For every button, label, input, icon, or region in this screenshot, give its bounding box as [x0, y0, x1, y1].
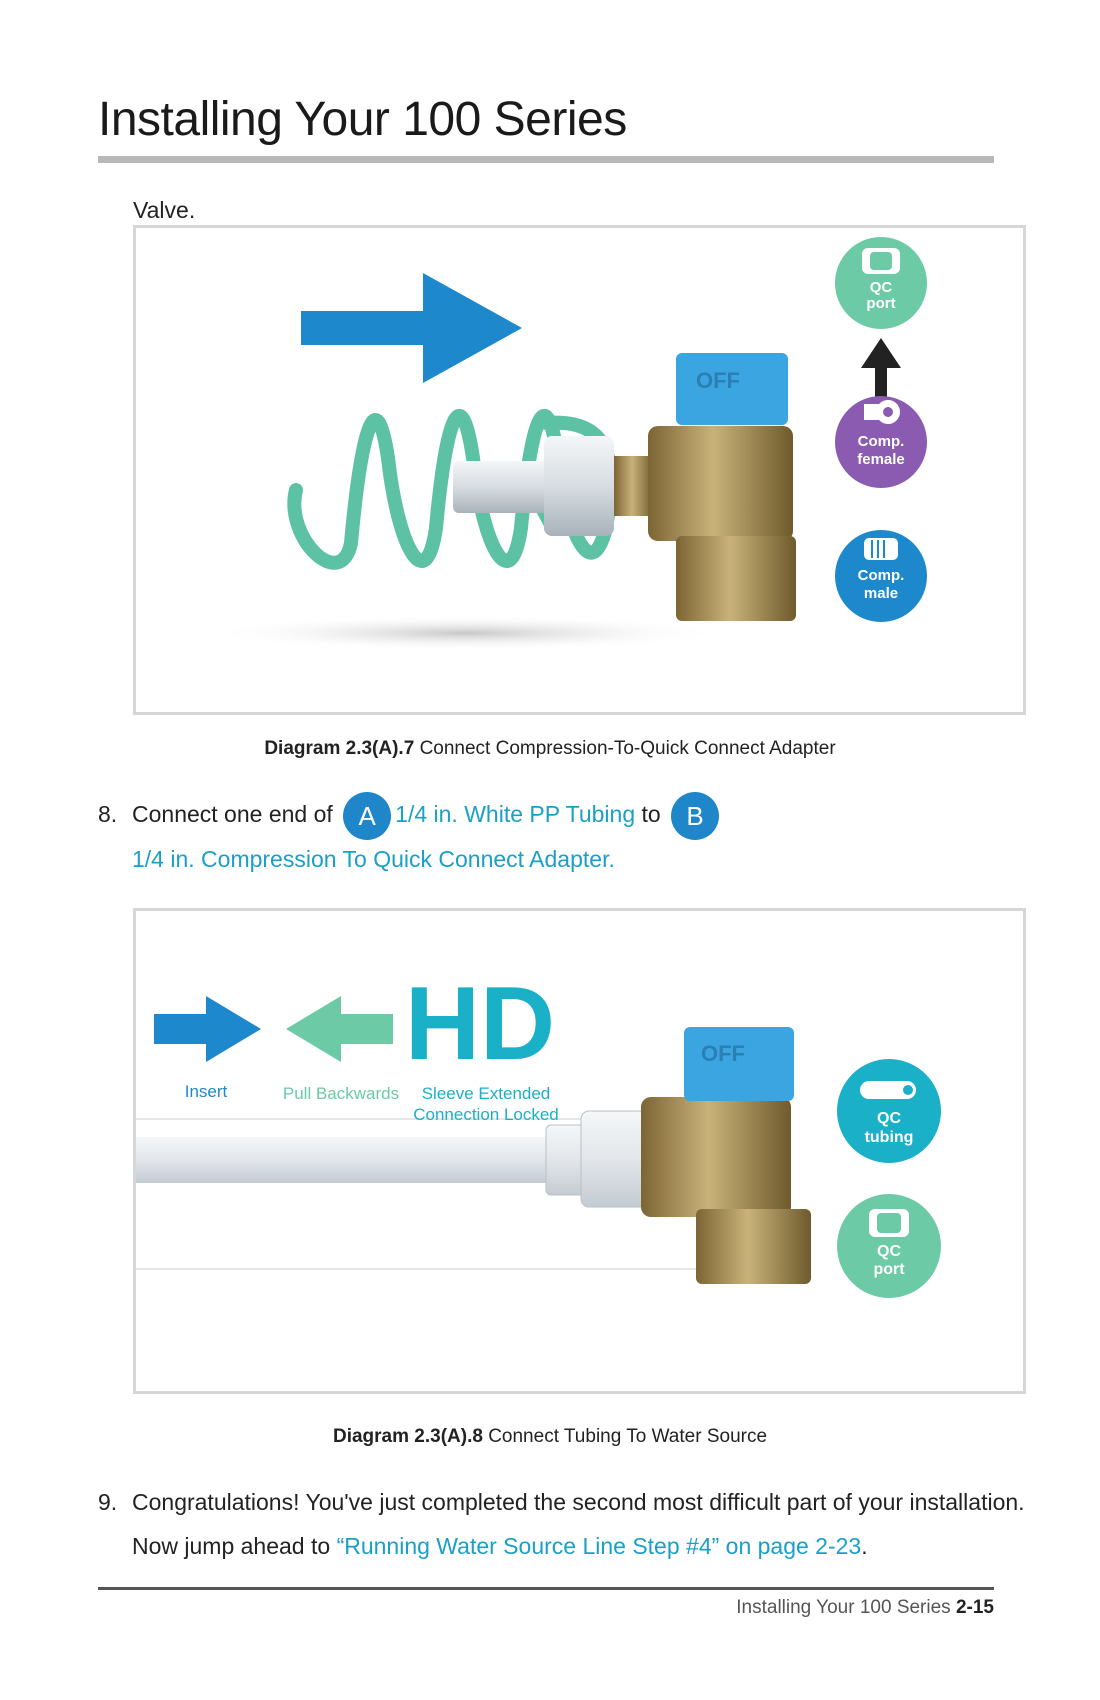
- part-b-bubble: B: [671, 792, 720, 840]
- floor-shadow: [206, 615, 726, 651]
- comp-female-icon: [864, 400, 900, 424]
- figure1-caption-text: Connect Compression-To-Quick Connect Ada…: [419, 738, 836, 759]
- badge-qc-tubing-line1: QC: [877, 1110, 901, 1127]
- badge-arrow-head: [861, 338, 901, 368]
- badge-comp-female-line2: female: [857, 451, 905, 468]
- threaded-stub: [614, 456, 654, 516]
- white-tubing: [136, 1137, 556, 1183]
- badge-qc-port-line1: QC: [877, 1243, 901, 1260]
- tubing-coil: [287, 408, 618, 570]
- badge-qc-port-line1: QC: [870, 279, 893, 296]
- figure2-caption: Diagram 2.3(A).8 Connect Tubing To Water…: [0, 1426, 1100, 1448]
- continued-text: Valve.: [133, 197, 196, 223]
- hd-logo: HD: [405, 966, 555, 1082]
- step-8-number: 8.: [98, 801, 118, 828]
- valve-off-label: OFF: [696, 368, 740, 393]
- running-water-source-link[interactable]: “Running Water Source Line Step #4” on p…: [336, 1533, 862, 1559]
- page-footer: Installing Your 100 Series 2-15: [736, 1597, 994, 1619]
- part-a-link[interactable]: 1/4 in. White PP Tubing: [395, 801, 636, 828]
- step-8-text-before: Connect one end of: [132, 801, 333, 828]
- badge-qc-port: QC port: [835, 237, 927, 329]
- valve-lower: [676, 536, 796, 621]
- pull-backwards-label: Pull Backwards: [283, 1084, 399, 1103]
- valve-handle: [684, 1027, 794, 1101]
- step-9: 9. Congratulations! You've just completed…: [98, 1480, 1025, 1568]
- badge-qc-tubing: QC tubing: [837, 1059, 941, 1163]
- qc-tubing-icon: [860, 1081, 916, 1099]
- figure2-caption-prefix: Diagram 2.3(A).8: [332, 1426, 483, 1447]
- page-title: Installing Your 100 Series: [98, 93, 627, 146]
- quick-connect-body: [580, 1110, 652, 1208]
- adapter-nut: [544, 436, 614, 536]
- comp-male-icon: [864, 538, 898, 560]
- footer-text: Installing Your 100 Series: [736, 1597, 951, 1618]
- figure1-caption-prefix: Diagram 2.3(A).7: [264, 738, 415, 759]
- quick-connect-collet: [545, 1124, 587, 1196]
- badge-qc-port-line2: port: [873, 1261, 905, 1278]
- valve-lower: [696, 1209, 811, 1284]
- footer-divider: [98, 1587, 994, 1590]
- diagram-compression-adapter: OFF QC port Comp. female: [133, 225, 1026, 715]
- badge-qc-tubing-line2: tubing: [865, 1129, 914, 1146]
- badge-comp-female-line1: Comp.: [858, 433, 905, 450]
- insert-arrow: [154, 996, 261, 1062]
- step-8-text-mid: to: [641, 801, 661, 828]
- title-divider: [98, 156, 994, 163]
- step-9-line1: Congratulations! You've just completed t…: [132, 1489, 1025, 1515]
- sleeve-extended-label: Sleeve Extended: [422, 1084, 551, 1103]
- insert-label: Insert: [185, 1082, 228, 1101]
- valve-body: [648, 426, 793, 541]
- direction-arrow: [301, 273, 522, 383]
- valve-body: [641, 1097, 791, 1217]
- badge-comp-female: Comp. female: [835, 396, 927, 488]
- connection-locked-label: Connection Locked: [413, 1105, 559, 1124]
- badge-comp-male-line2: male: [864, 585, 898, 602]
- qc-port-icon: [869, 1209, 909, 1237]
- part-b-link[interactable]: 1/4 in. Compression To Quick Connect Ada…: [132, 846, 615, 872]
- pull-backwards-arrow: [286, 996, 393, 1062]
- step-9-line2-before: Now jump ahead to: [132, 1533, 331, 1559]
- figure2-caption-text: Connect Tubing To Water Source: [488, 1426, 768, 1447]
- badge-qc-port-line2: port: [866, 295, 895, 312]
- figure1-caption: Diagram 2.3(A).7 Connect Compression-To-…: [0, 738, 1100, 760]
- valve-handle: [676, 353, 788, 425]
- adapter-body: [453, 461, 553, 513]
- qc-port-icon: [862, 248, 900, 274]
- part-a-bubble: A: [343, 792, 392, 840]
- badge-comp-male: Comp. male: [835, 530, 927, 622]
- valve-off-label: OFF: [701, 1041, 745, 1066]
- step-9-line2-after: .: [861, 1533, 868, 1559]
- page-number: 2-15: [955, 1597, 994, 1618]
- step-9-number: 9.: [98, 1489, 118, 1515]
- badge-arrow-shaft: [875, 366, 887, 406]
- badge-comp-male-line1: Comp.: [858, 567, 905, 584]
- diagram-connect-tubing: Insert Pull Backwards HD Sleeve Extended…: [133, 908, 1026, 1394]
- badge-qc-port: QC port: [837, 1194, 941, 1298]
